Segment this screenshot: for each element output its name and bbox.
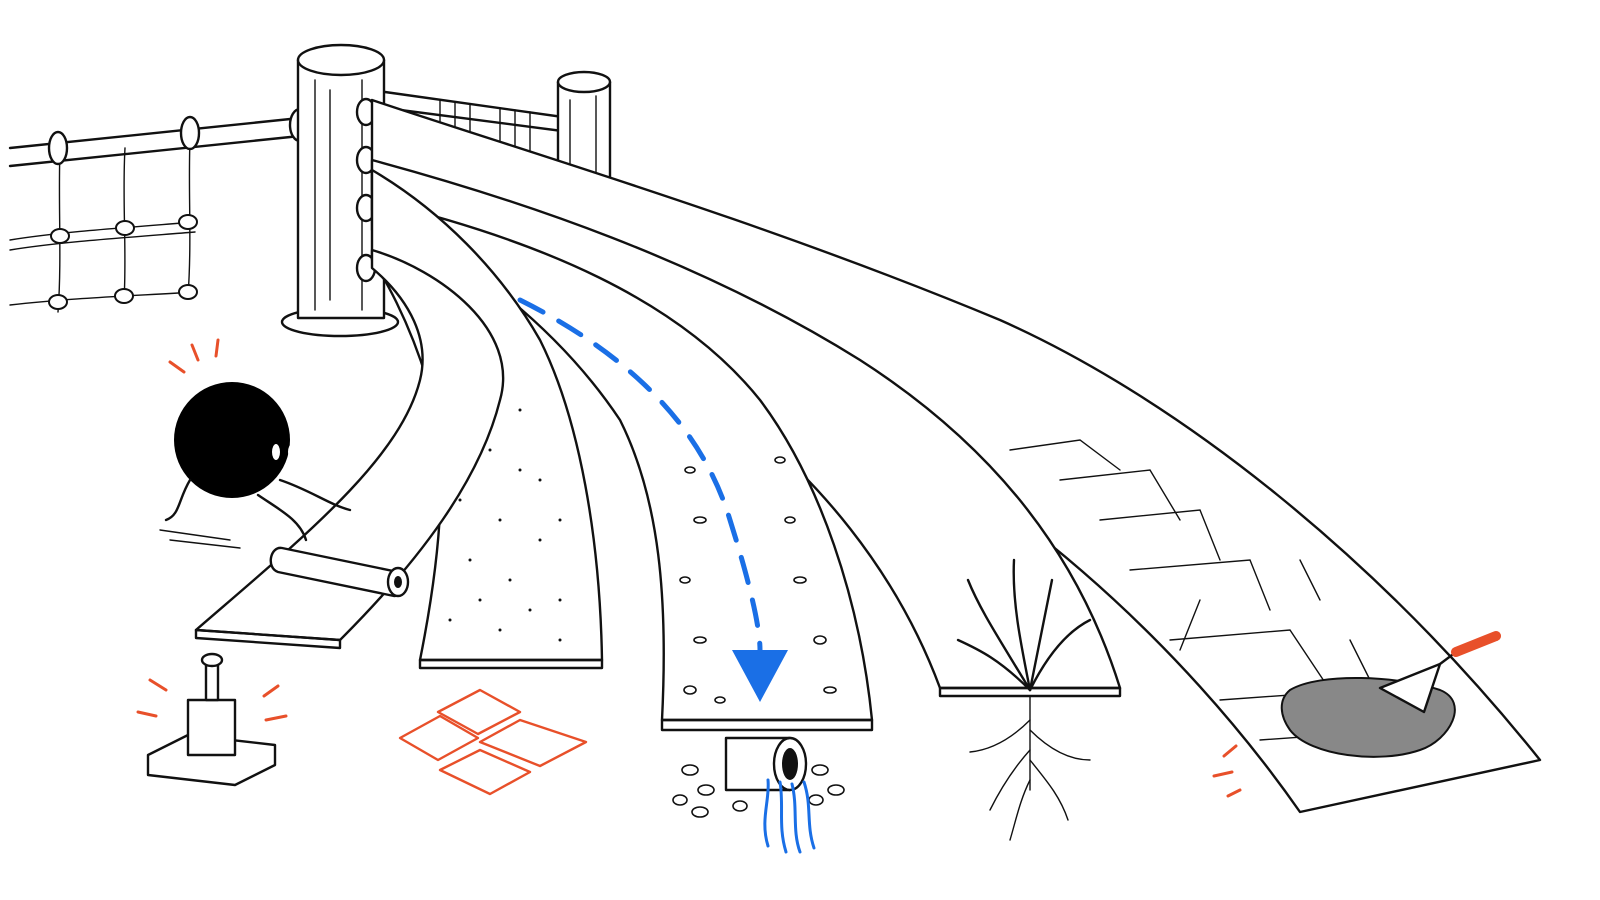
roller-icon [269,546,410,598]
rope-wrap-1 [47,130,69,166]
trowel-mortar-icon [1212,631,1501,798]
rope-wrap-2 [179,115,201,151]
paver-tiles-icon [398,688,588,796]
plant-roots-icon [956,558,1092,841]
rope-net [9,139,196,313]
compactor-stamp-icon [136,652,288,787]
flow-arrow [517,297,788,702]
fence-post-left [280,43,400,338]
geotextile-strip [194,248,505,650]
rope-fence [8,107,312,313]
ball-character-icon [159,338,352,549]
drainage-strip [370,198,874,732]
drain-pipe-icon [672,736,845,854]
